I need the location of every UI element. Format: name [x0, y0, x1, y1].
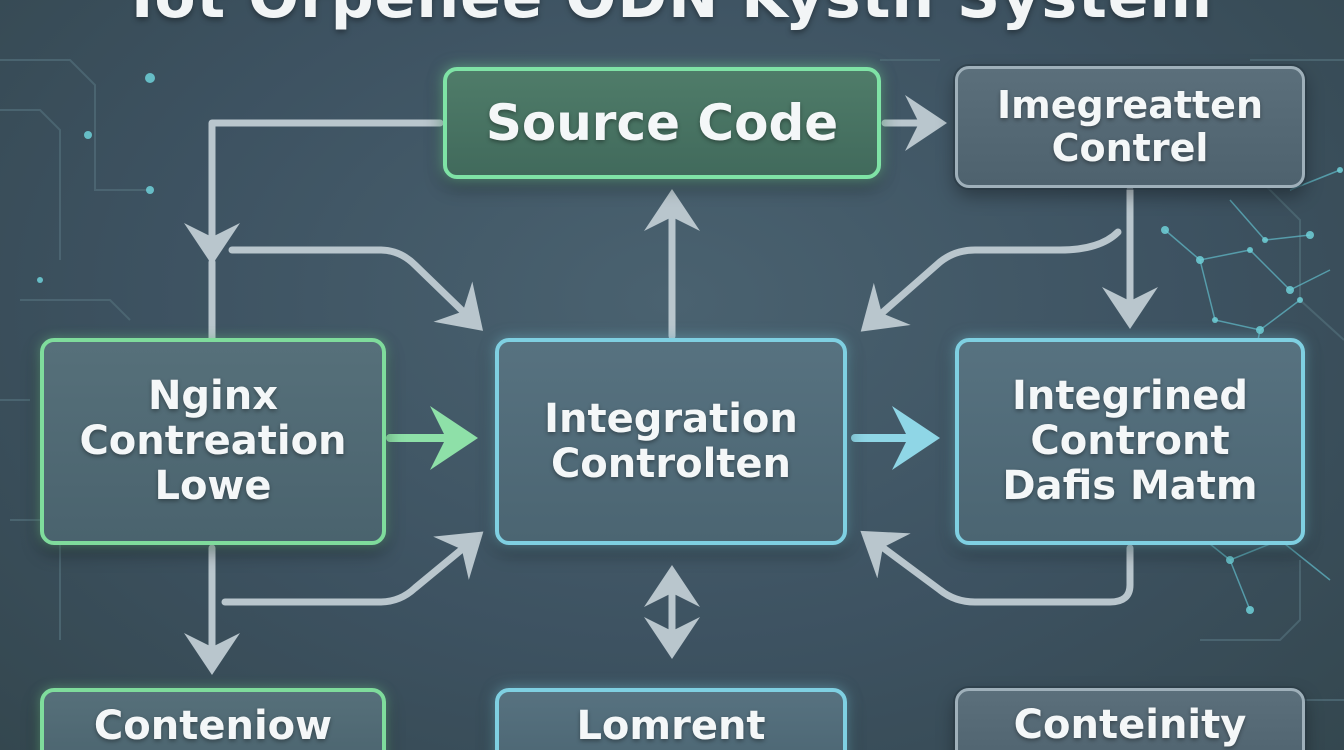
- node-integrined-contront-label: Integrined Contront Dafis Matm: [1002, 373, 1258, 509]
- arrow-integrined-to-integration: [860, 530, 1134, 606]
- node-source-code: Source Code: [443, 67, 881, 179]
- node-nginx: Nginx Contreation Lowe: [40, 338, 386, 545]
- node-imegreatten-control: Imegreatten Contrel: [955, 66, 1305, 188]
- node-nginx-label: Nginx Contreation Lowe: [79, 373, 347, 509]
- node-conteinity-label: Conteinity: [1013, 702, 1247, 748]
- node-lomrent: Lomrent: [495, 688, 847, 750]
- node-conteniow-label: Conteniow: [93, 703, 333, 749]
- node-imegreatten-control-label: Imegreatten Contrel: [996, 83, 1264, 170]
- diagram-title: Iot Orpenee ODN Kysth System: [0, 0, 1344, 32]
- arrow-left-to-integration: [228, 246, 484, 331]
- node-integration-controller: Integration Controlten: [495, 338, 847, 545]
- arrow-nginx-to-integration: [221, 531, 484, 606]
- node-source-code-label: Source Code: [485, 94, 839, 152]
- arrow-source-to-left: [184, 119, 444, 265]
- node-lomrent-label: Lomrent: [576, 703, 766, 749]
- arrow-right-to-integration: [860, 228, 1122, 332]
- node-integrined-contront: Integrined Contront Dafis Matm: [955, 338, 1305, 545]
- node-conteniow: Conteniow: [40, 688, 386, 750]
- node-integration-controller-label: Integration Controlten: [544, 395, 798, 487]
- node-conteinity: Conteinity: [955, 688, 1305, 750]
